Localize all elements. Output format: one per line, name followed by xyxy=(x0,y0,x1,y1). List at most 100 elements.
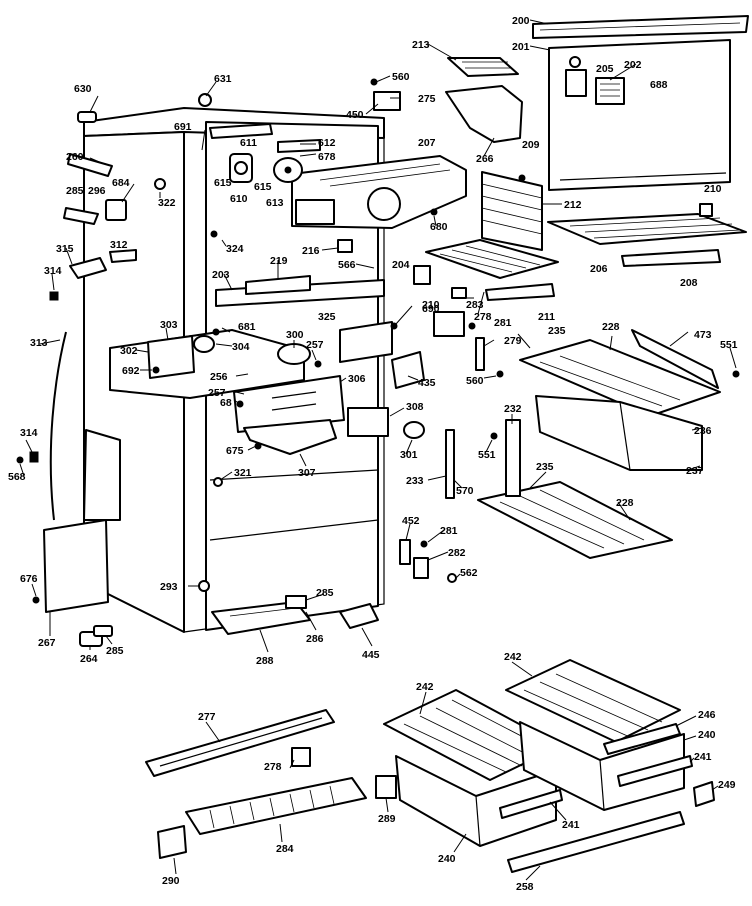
callout-212: 212 xyxy=(564,199,582,211)
callout-435: 435 xyxy=(418,377,436,389)
callout-473: 473 xyxy=(694,329,712,341)
rail-232 xyxy=(505,419,521,497)
part-324 xyxy=(210,230,218,238)
callout-201: 201 xyxy=(512,41,530,53)
callout-690: 690 xyxy=(422,303,440,315)
callout-560: 560 xyxy=(466,375,484,387)
callout-688: 688 xyxy=(650,79,668,91)
callout-279: 279 xyxy=(504,335,522,347)
callout-240: 240 xyxy=(698,729,716,741)
ice-bin xyxy=(445,85,523,143)
callout-611: 611 xyxy=(240,137,257,149)
part-282 xyxy=(413,557,429,579)
callout-322: 322 xyxy=(158,197,176,209)
tray-307 xyxy=(243,419,337,455)
callout-219: 219 xyxy=(270,255,288,267)
bracket-611 xyxy=(209,123,273,139)
callout-289: 289 xyxy=(378,813,396,825)
callout-312: 312 xyxy=(110,239,128,251)
callout-450: 450 xyxy=(346,109,364,121)
callout-613: 613 xyxy=(266,197,284,209)
trim-241-right xyxy=(617,755,693,787)
control-box-306 xyxy=(233,375,345,433)
callout-260: 260 xyxy=(66,151,84,163)
part-325 xyxy=(339,321,393,363)
trim-241-left xyxy=(499,789,563,819)
callout-264: 264 xyxy=(80,653,98,665)
callout-68: 68 xyxy=(220,397,232,409)
part-445 xyxy=(339,603,379,629)
callout-296: 296 xyxy=(88,185,106,197)
crisper-cover-left xyxy=(383,689,561,781)
back-panel-267 xyxy=(43,519,109,613)
callout-302: 302 xyxy=(120,345,138,357)
part-322 xyxy=(154,178,166,190)
trim-246 xyxy=(603,723,681,755)
callout-211: 211 xyxy=(538,311,555,323)
callout-277: 277 xyxy=(198,711,216,723)
part-676 xyxy=(32,596,40,604)
part-568 xyxy=(16,456,24,464)
callout-267: 267 xyxy=(38,637,56,649)
part-289 xyxy=(375,775,397,799)
callout-285: 285 xyxy=(106,645,124,657)
callout-293: 293 xyxy=(160,581,178,593)
callout-labels: 200 201 202 205 688 213 560 275 450 266 … xyxy=(8,15,738,893)
callout-562: 562 xyxy=(460,567,478,579)
callout-249: 249 xyxy=(718,779,736,791)
callout-256: 256 xyxy=(210,371,228,383)
door-grill xyxy=(600,83,620,97)
callout-241: 241 xyxy=(562,819,580,831)
callout-281: 281 xyxy=(440,525,458,537)
callout-207: 207 xyxy=(418,137,436,149)
part-681 xyxy=(212,328,220,336)
part-279 xyxy=(475,337,485,371)
part-296 xyxy=(105,199,127,221)
callout-285: 285 xyxy=(66,185,84,197)
fan-blade-613 xyxy=(273,157,303,183)
door-gasket-top xyxy=(532,15,749,39)
shelf-228-lower xyxy=(477,481,673,559)
tube-313 xyxy=(49,331,67,521)
part-283 xyxy=(433,311,465,337)
callout-692: 692 xyxy=(122,365,140,377)
callout-314: 314 xyxy=(20,427,38,439)
part-290 xyxy=(157,825,187,859)
callout-551: 551 xyxy=(720,339,738,351)
callout-290: 290 xyxy=(162,875,180,887)
rail-258 xyxy=(507,811,685,873)
hinge-285 xyxy=(63,207,99,225)
callout-315: 315 xyxy=(56,243,74,255)
part-209 xyxy=(518,174,526,182)
callout-210: 210 xyxy=(704,183,722,195)
callout-258: 258 xyxy=(516,881,534,893)
callout-286: 286 xyxy=(306,633,324,645)
part-631 xyxy=(198,93,212,107)
callout-228: 228 xyxy=(616,497,634,509)
callout-204: 204 xyxy=(392,259,410,271)
callout-288: 288 xyxy=(256,655,274,667)
callout-210: 210 xyxy=(422,299,440,311)
callout-285: 285 xyxy=(316,587,334,599)
shelf-trim-208 xyxy=(621,249,721,267)
mullion-203 xyxy=(215,279,385,307)
callout-216: 216 xyxy=(302,245,320,257)
part-210-b xyxy=(451,287,467,299)
callout-213: 213 xyxy=(412,39,430,51)
callout-615: 615 xyxy=(254,181,272,193)
callout-631: 631 xyxy=(214,73,232,85)
callout-235: 235 xyxy=(536,461,554,473)
evaporator-cover xyxy=(291,155,467,229)
wire-shelf-206 xyxy=(485,213,747,301)
callout-324: 324 xyxy=(226,243,244,255)
callout-206: 206 xyxy=(590,263,608,275)
grille-284 xyxy=(185,777,367,835)
part-630 xyxy=(77,111,97,123)
part-312 xyxy=(109,249,137,263)
part-551 xyxy=(732,370,740,378)
callout-282: 282 xyxy=(448,547,466,559)
callout-278: 278 xyxy=(474,311,492,323)
fan-motor-610 xyxy=(229,153,253,183)
callout-284: 284 xyxy=(276,843,294,855)
callout-678: 678 xyxy=(318,151,336,163)
